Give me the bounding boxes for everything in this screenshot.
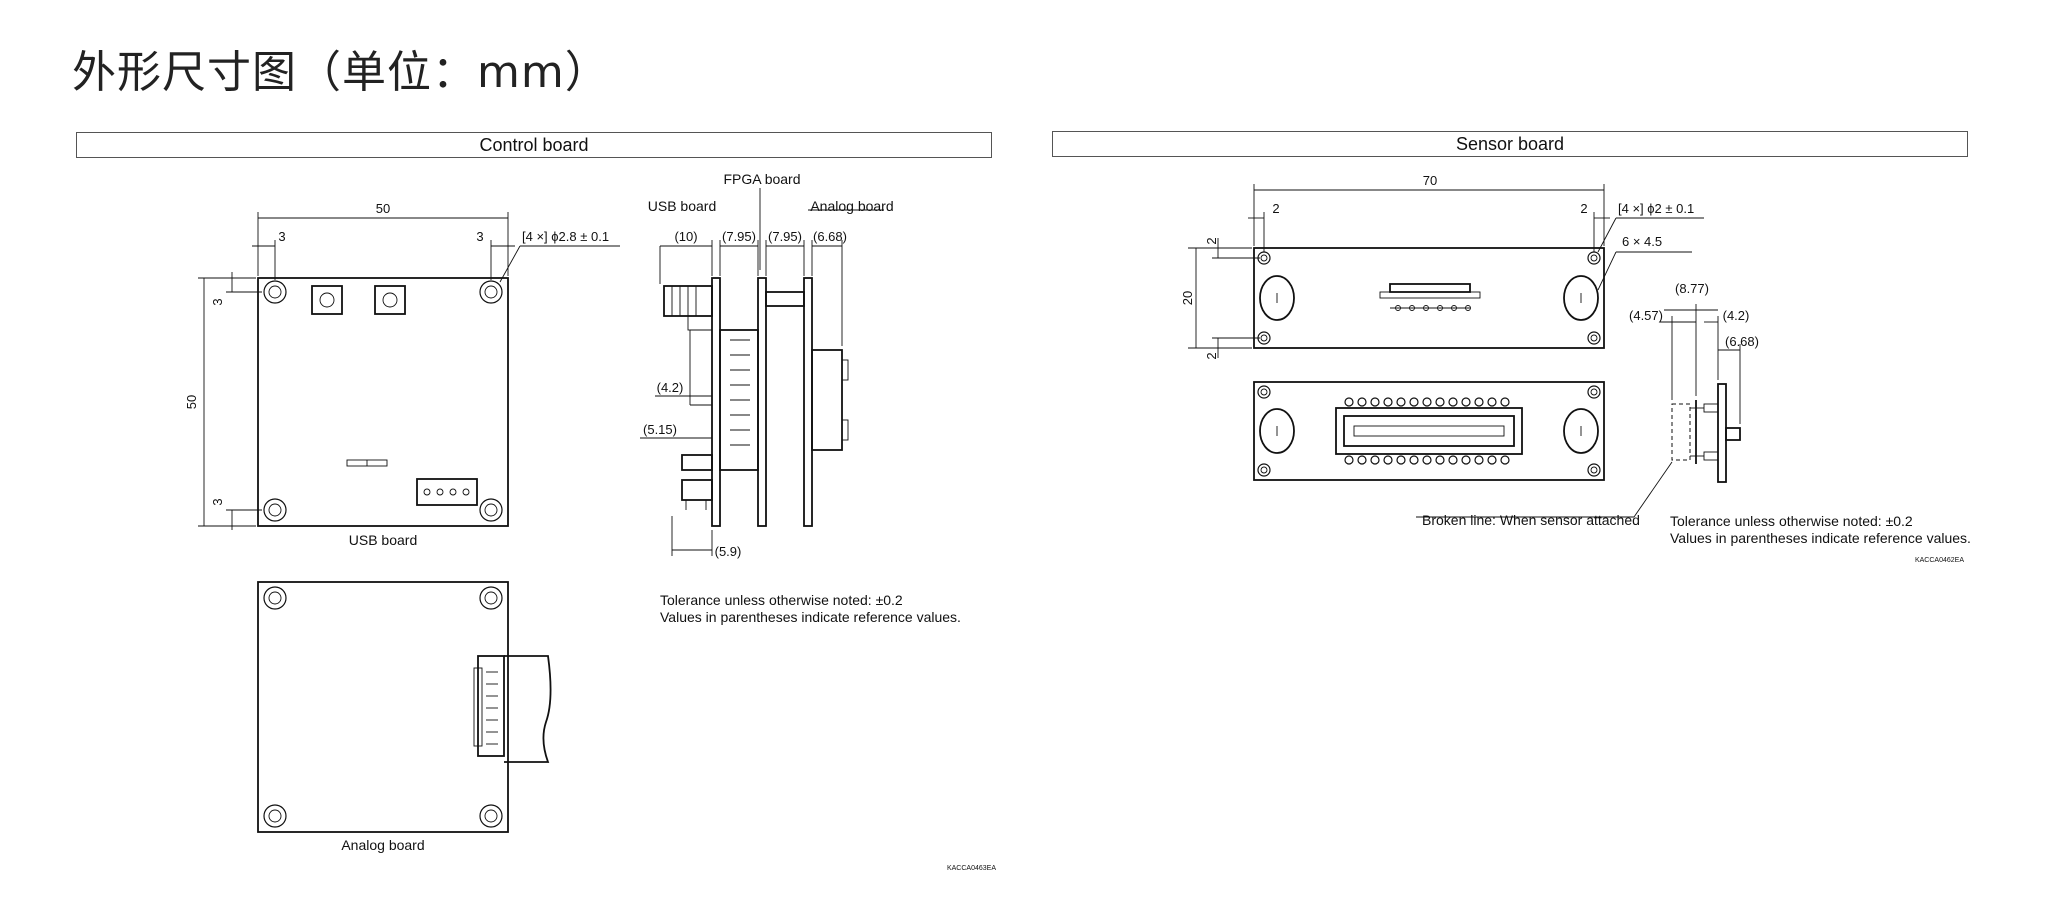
- dim-sensor-height: 20: [1180, 291, 1195, 305]
- analog-board-top-view: [257, 581, 552, 833]
- control-note-reference: Values in parentheses indicate reference…: [660, 609, 961, 625]
- dim-side-795a: (7.95): [722, 229, 756, 244]
- dim-usb-width: 50: [376, 201, 390, 216]
- dim-usb-bottom-offset: 3: [210, 498, 225, 505]
- sensor-note-tolerance: Tolerance unless otherwise noted: ±0.2: [1670, 513, 1913, 529]
- dim-sensor-side-877: (8.77): [1675, 281, 1709, 296]
- control-note-tolerance: Tolerance unless otherwise noted: ±0.2: [660, 592, 903, 608]
- sensor-note-reference: Values in parentheses indicate reference…: [1670, 530, 1971, 546]
- side-usb-board-label: USB board: [648, 198, 716, 214]
- dim-sensor-width: 70: [1423, 173, 1437, 188]
- dim-sensor-hole-spec: [4 ×] ϕ2 ± 0.1: [1618, 201, 1694, 216]
- dim-sensor-side-668: (6.68): [1725, 334, 1759, 349]
- usb-board-label: USB board: [349, 532, 417, 548]
- control-board-header: Control board: [76, 132, 992, 158]
- dim-sensor-top-offset: 2: [1204, 237, 1219, 244]
- dim-sensor-left-offset: 2: [1272, 201, 1279, 216]
- dim-usb-hole-spec: [4 ×] ϕ2.8 ± 0.1: [522, 229, 609, 244]
- dim-side-59: (5.9): [715, 544, 742, 559]
- side-analog-board-label: Analog board: [810, 198, 893, 214]
- fpga-board-label: FPGA board: [723, 171, 800, 187]
- dim-side-795b: (7.95): [768, 229, 802, 244]
- control-board-side-dimensions: [640, 188, 884, 556]
- dim-side-515: (5.15): [643, 422, 677, 437]
- sensor-board-header: Sensor board: [1052, 131, 1968, 157]
- sensor-board-dimensions: [1188, 184, 1704, 358]
- sensor-board-bottom-view: [1253, 381, 1605, 481]
- usb-board-top-view: [257, 277, 509, 527]
- dim-sensor-side-42: (4.2): [1723, 308, 1750, 323]
- dim-sensor-side-457: (4.57): [1629, 308, 1663, 323]
- dim-side-668: (6.68): [813, 229, 847, 244]
- sensor-board-side-view: [1671, 383, 1741, 483]
- dim-side-10: (10): [674, 229, 697, 244]
- control-board-side-view: [663, 277, 849, 527]
- control-drawing-code: KACCA0463EA: [947, 865, 996, 872]
- usb-board-dimensions: [198, 212, 620, 530]
- dim-usb-right-offset: 3: [476, 229, 483, 244]
- page-title: 外形尺寸图（单位：mm）: [72, 47, 610, 98]
- dim-usb-height: 50: [184, 395, 199, 409]
- analog-board-label: Analog board: [341, 837, 424, 853]
- sensor-board-top-view: [1253, 247, 1605, 349]
- dim-usb-top-offset: 3: [210, 298, 225, 305]
- dim-usb-left-offset: 3: [278, 229, 285, 244]
- dim-side-42: (4.2): [657, 380, 684, 395]
- broken-line-note: Broken line: When sensor attached: [1422, 512, 1640, 528]
- dim-sensor-bottom-offset: 2: [1204, 352, 1219, 359]
- dim-sensor-right-offset: 2: [1580, 201, 1587, 216]
- dim-sensor-slot: 6 × 4.5: [1622, 234, 1662, 249]
- sensor-drawing-code: KACCA0462EA: [1915, 557, 1964, 564]
- sensor-side-dimensions: [1416, 304, 1741, 518]
